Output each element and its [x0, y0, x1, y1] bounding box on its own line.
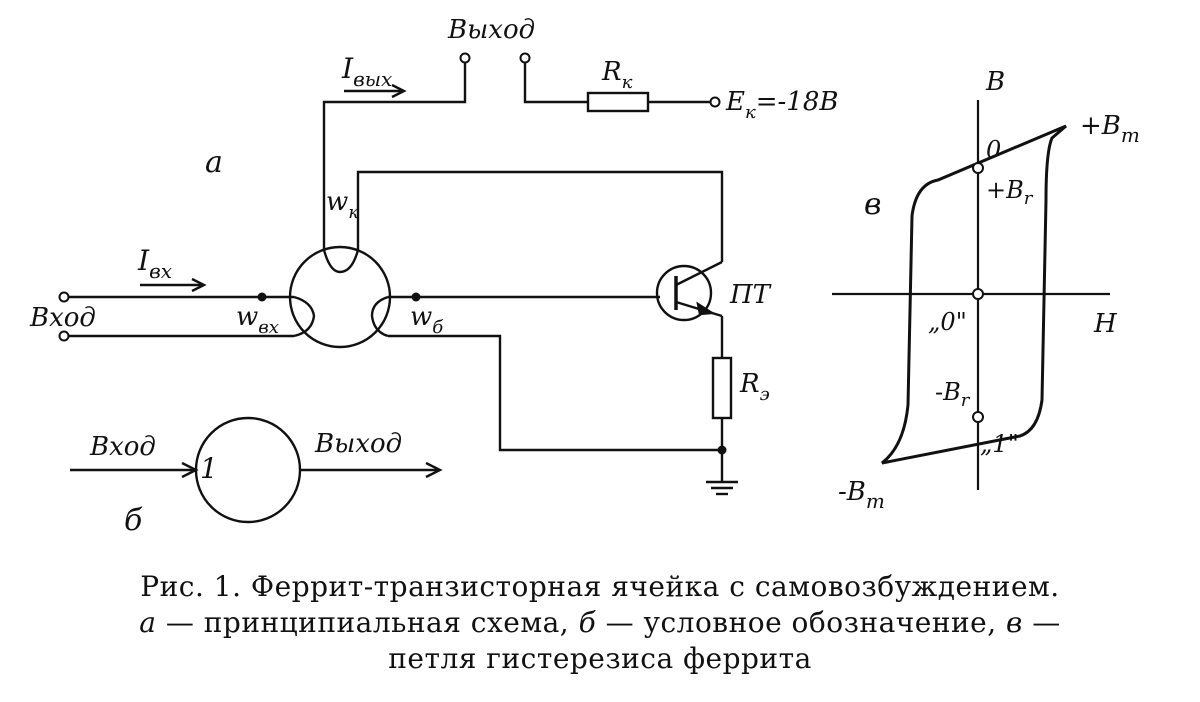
- label-b: б: [124, 503, 143, 538]
- rk-wire: [523, 60, 588, 104]
- wk-label: wк: [326, 187, 359, 223]
- label-a: а: [205, 145, 223, 180]
- ground-symbol: [706, 480, 738, 496]
- symbol-input-label: Вход: [89, 432, 156, 462]
- caption-line-1: Рис. 1. Феррит-транзисторная ячейка с са…: [140, 570, 1060, 603]
- caption-a: а: [139, 606, 157, 639]
- circuit-schematic: [66, 60, 738, 496]
- transistor-body: [655, 264, 713, 322]
- circuit-labels: а Выход Iвых Rк Eк=-18В wк Iвх Вход wвх …: [29, 15, 839, 405]
- plus-br-label: +Br: [986, 176, 1034, 209]
- caption-a-text: — принципиальная схема,: [156, 606, 579, 639]
- caption-line-3: петля гистерезиса феррита: [388, 642, 812, 675]
- output-terminal-2: [519, 52, 531, 64]
- collector-winding: [322, 249, 360, 274]
- input-label: Вход: [29, 303, 96, 333]
- ferrite-transistor-figure: а Выход Iвых Rк Eк=-18В wк Iвх Вход wвх …: [29, 15, 1140, 538]
- plus-bm-label: +Bm: [1080, 111, 1140, 147]
- axis-b-label: B: [985, 67, 1005, 97]
- ek-terminal: [709, 96, 721, 108]
- hysteresis-points: [972, 162, 984, 423]
- transistor-label: ПТ: [729, 280, 772, 310]
- state-0-upper: 0: [986, 136, 1001, 164]
- conventional-symbol: Вход Выход 1 б: [70, 416, 443, 538]
- base-return-wire: [388, 334, 722, 452]
- ek-label: Eк=-18В: [725, 87, 839, 123]
- output-terminal-1: [459, 52, 471, 64]
- caption-v-text: —: [1022, 606, 1061, 639]
- circuit-terminals: [58, 52, 721, 342]
- rk-resistor: [586, 91, 650, 113]
- output-current-arrow: [344, 83, 407, 99]
- cell-number: 1: [200, 452, 218, 485]
- input-current-arrow: [140, 277, 207, 293]
- state-0-center: „0": [928, 308, 967, 336]
- output-wire: [322, 60, 467, 250]
- axis-h-label: H: [1093, 309, 1118, 339]
- minus-br-label: -Br: [935, 378, 971, 411]
- symbol-output-label: Выход: [314, 429, 402, 459]
- re-label: Rэ: [739, 369, 770, 405]
- input-winding: [293, 295, 316, 338]
- caption-v: в: [1006, 606, 1023, 639]
- minus-bm-label: -Bm: [838, 477, 885, 513]
- circuit-junctions: [257, 292, 727, 455]
- point-origin: [972, 288, 984, 300]
- rk-label: Rк: [601, 57, 633, 93]
- input-terminal-2: [58, 330, 70, 342]
- state-1: „1": [980, 430, 1019, 458]
- i-out-label: Iвых: [341, 52, 392, 91]
- w-in-label: wвх: [236, 302, 279, 338]
- base-winding: [370, 295, 389, 338]
- i-in-label: Iвх: [137, 244, 172, 283]
- emitter-arrow: [696, 301, 716, 316]
- input-terminal-1: [58, 291, 70, 303]
- hysteresis-plot: B H в +Bm -Bm +Br -Br 0 „0" „1": [832, 67, 1140, 513]
- point-minus-br: [972, 411, 984, 423]
- caption-b-text: — условное обозначение,: [596, 606, 1007, 639]
- caption-b: б: [578, 606, 597, 639]
- point-plus-br: [972, 162, 984, 174]
- caption-line-2: а — принципиальная схема, б — условное о…: [0, 606, 1200, 640]
- wb-label: wб: [410, 302, 444, 338]
- re-resistor: [711, 356, 733, 420]
- output-label: Выход: [447, 15, 535, 45]
- hysteresis-loop: [881, 124, 1067, 465]
- collector-feedback-wire: [356, 170, 724, 262]
- label-v: в: [864, 187, 881, 222]
